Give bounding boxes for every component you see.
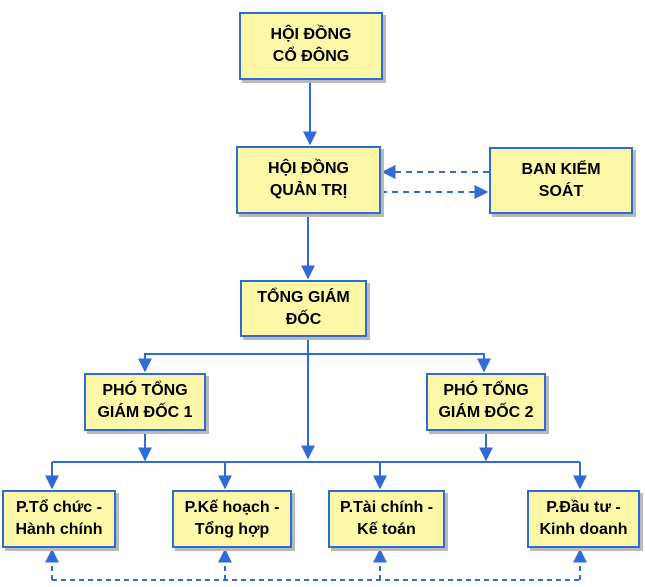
node-dept-admin-label: P.Tổ chức - Hành chính — [15, 499, 103, 538]
node-board-of-directors: HỘI ĐỒNG QUẢN TRỊ — [236, 146, 381, 214]
node-dept-planning: P.Kế hoạch - Tổng hợp — [172, 490, 292, 548]
node-vp2-label: PHÓ TỔNG GIÁM ĐỐC 2 — [438, 382, 534, 421]
edge-ceo-vp-bar — [144, 353, 485, 371]
node-deputy-director-1: PHÓ TỔNG GIÁM ĐỐC 1 — [84, 373, 206, 431]
node-vp1-label: PHÓ TỔNG GIÁM ĐỐC 1 — [97, 382, 193, 421]
node-general-director: TỔNG GIÁM ĐỐC — [240, 280, 367, 337]
node-dept-invest-label: P.Đầu tư - Kinh doanh — [539, 499, 628, 538]
node-deputy-director-2: PHÓ TỔNG GIÁM ĐỐC 2 — [426, 373, 546, 431]
node-board-label: HỘI ĐỒNG QUẢN TRỊ — [268, 160, 349, 199]
node-dept-investment: P.Đầu tư - Kinh doanh — [527, 490, 640, 548]
node-dept-finance: P.Tài chính - Kế toán — [328, 490, 445, 548]
node-dept-admin: P.Tổ chức - Hành chính — [2, 490, 116, 548]
node-supervisory-board: BAN KIỂM SOÁT — [489, 147, 633, 214]
node-ceo-label: TỔNG GIÁM ĐỐC — [257, 288, 350, 328]
node-supervisory-label: BAN KIỂM SOÁT — [521, 160, 601, 200]
node-dept-finance-label: P.Tài chính - Kế toán — [339, 499, 434, 538]
node-shareholders-council: HỘI ĐỒNG CỔ ĐÔNG — [239, 12, 383, 80]
node-dept-plan-label: P.Kế hoạch - Tổng hợp — [184, 499, 280, 538]
node-shareholders-label: HỘI ĐỒNG CỔ ĐÔNG — [270, 26, 352, 65]
